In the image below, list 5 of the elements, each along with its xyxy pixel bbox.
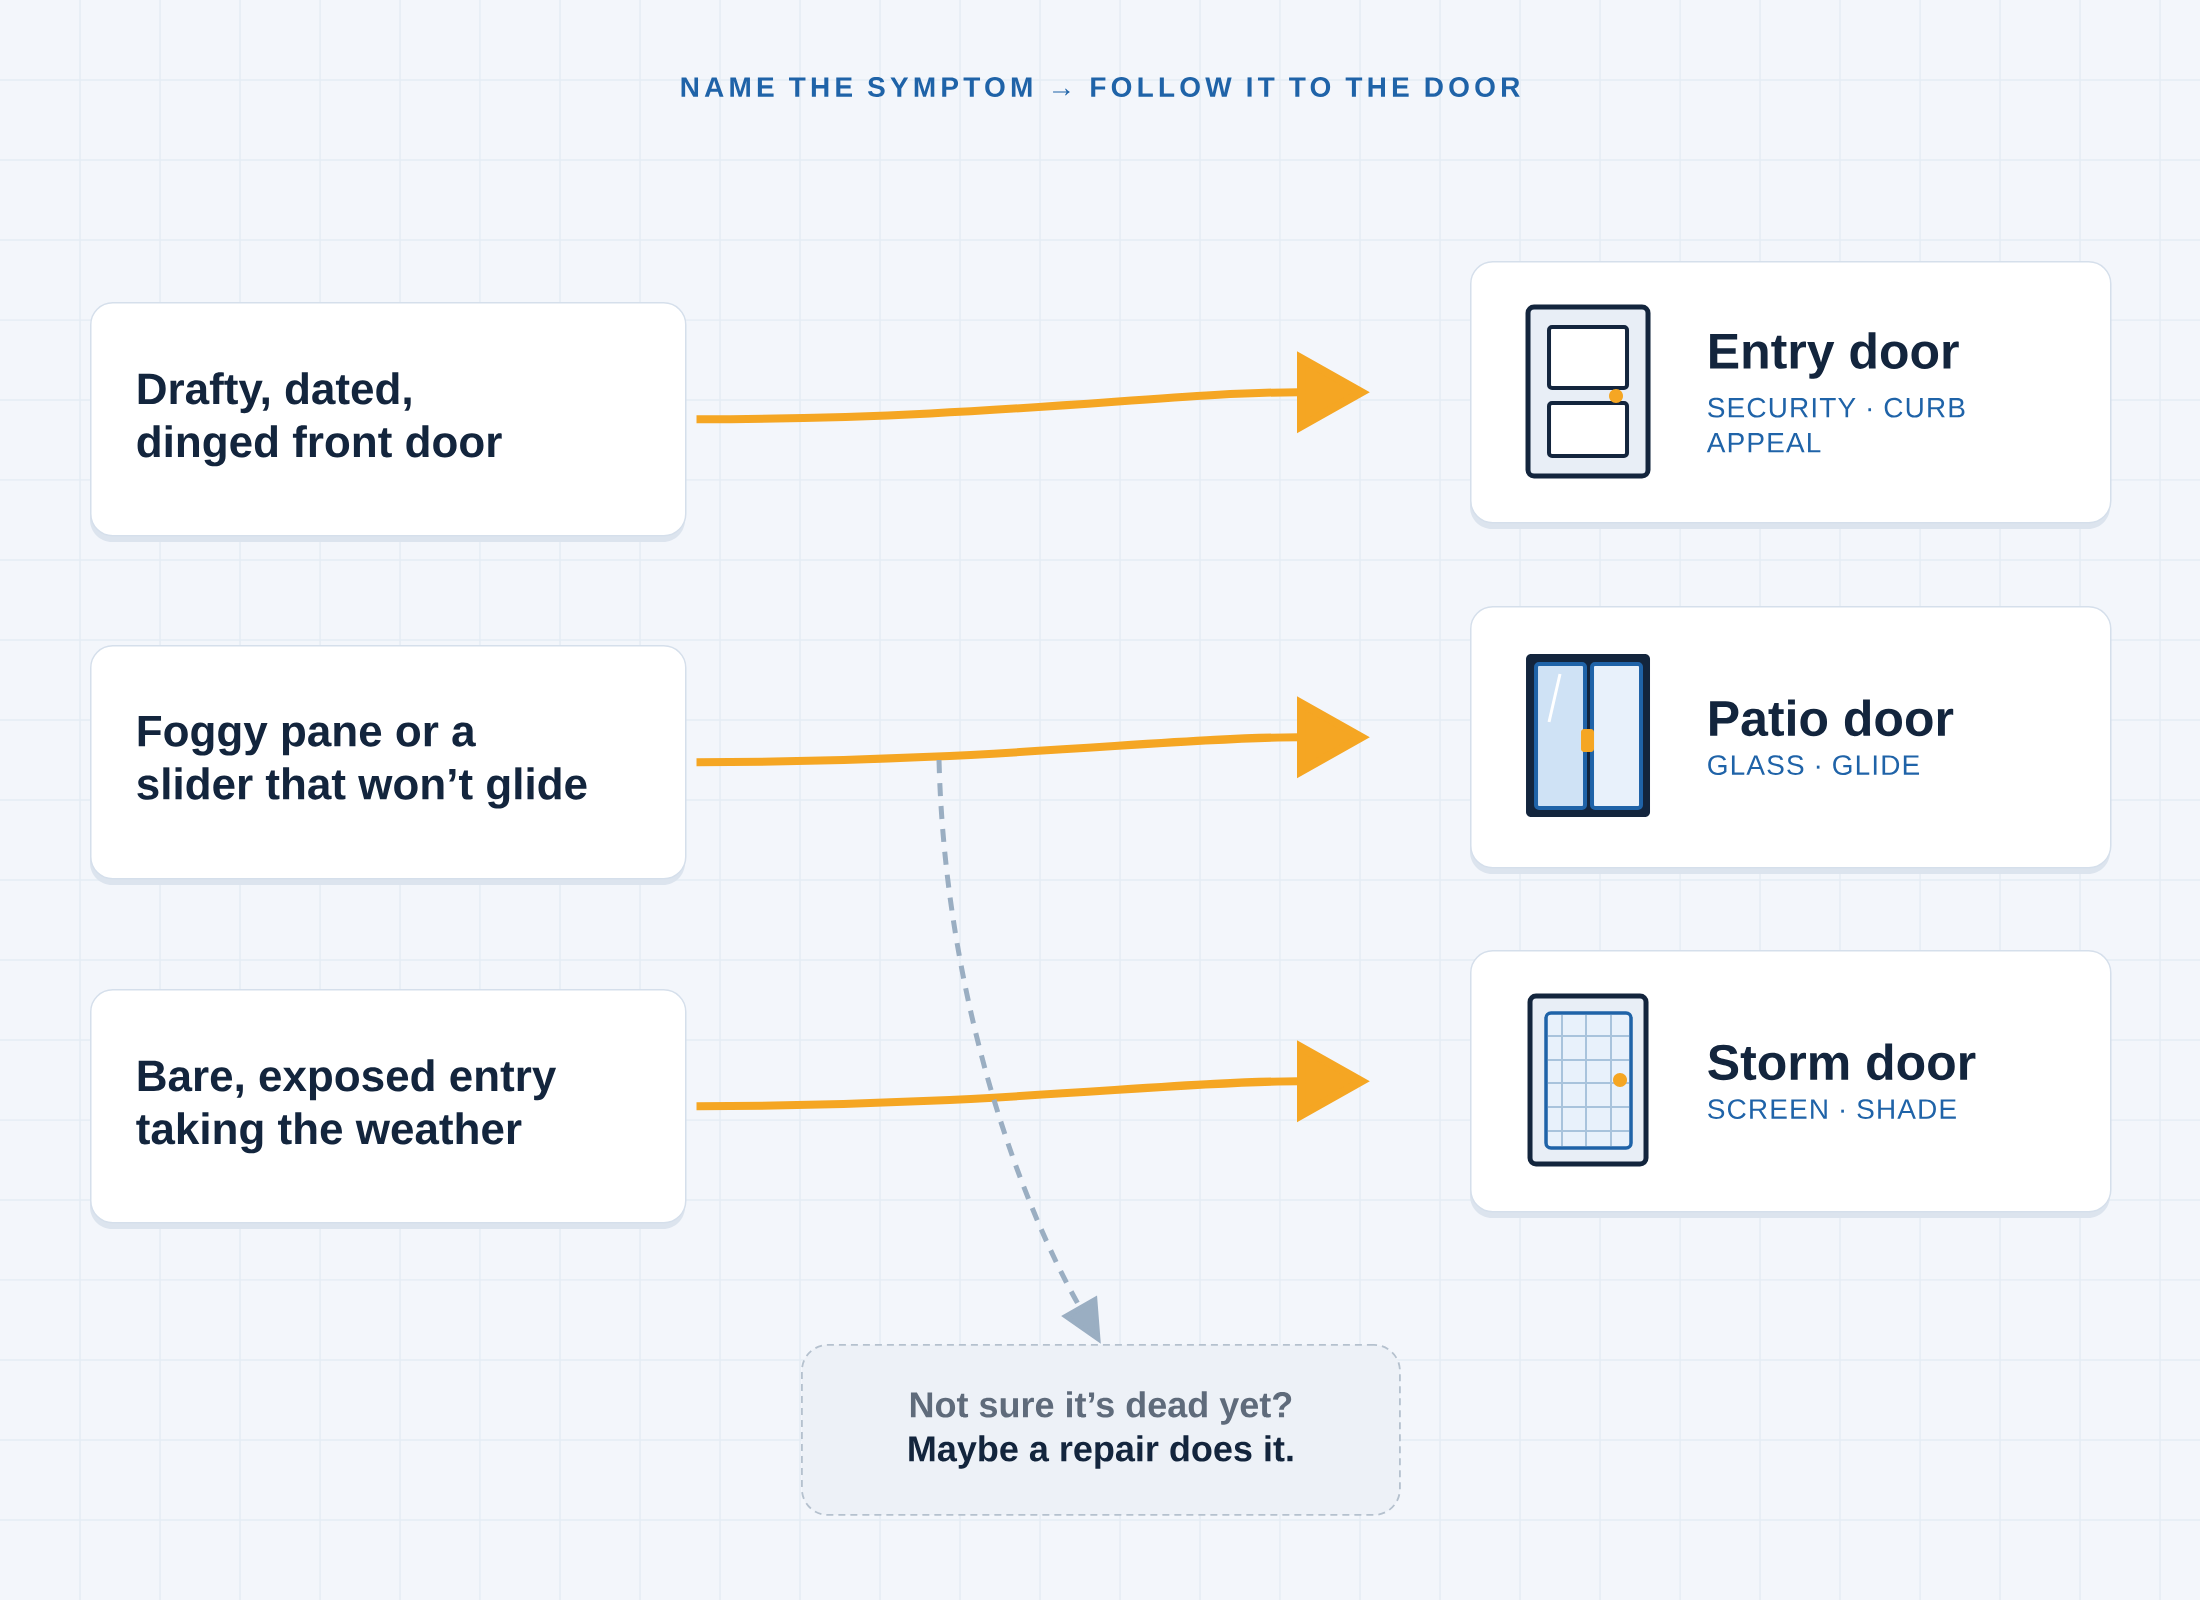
symptom-card: Drafty, dated, dinged front door (90, 302, 687, 542)
symptom-card: Foggy pane or a slider that won’t glide (90, 645, 687, 885)
note-box: Not sure it’s dead yet? Maybe a repair does it. (801, 1344, 1401, 1516)
symptom-card: Bare, exposed entry taking the weather (90, 989, 687, 1229)
diagram-title: NAME THE SYMPTOM → FOLLOW IT TO THE DOOR (681, 77, 1520, 97)
